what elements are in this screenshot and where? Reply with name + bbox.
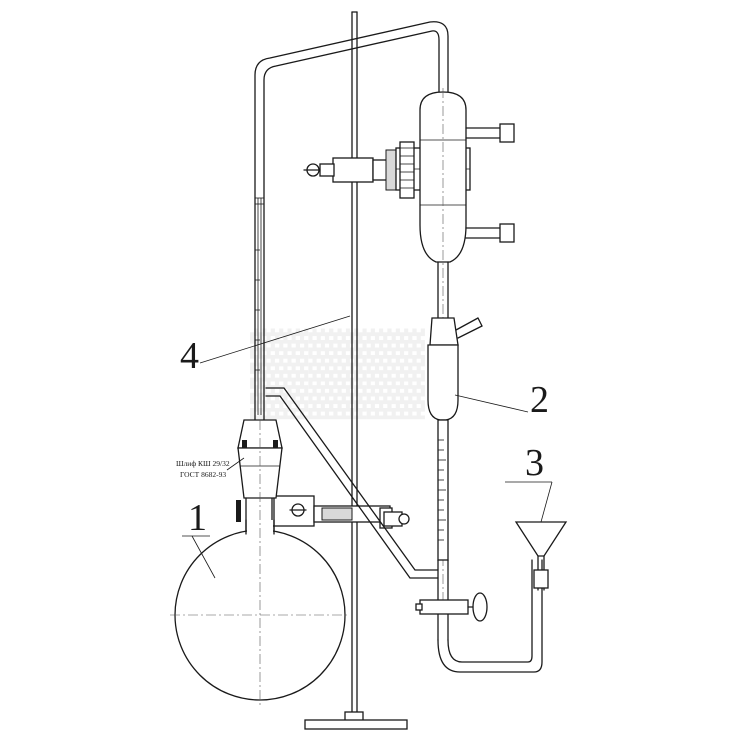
label-flask: 1 <box>188 497 207 539</box>
vapor-tube <box>254 21 449 421</box>
return-tube <box>265 387 439 579</box>
label-receiver: 2 <box>530 379 549 421</box>
receiver <box>427 317 483 561</box>
lower-clamp <box>271 495 410 529</box>
joint-note-line2: ГОСТ 8682-93 <box>180 470 226 479</box>
round-bottom-flask <box>170 419 350 705</box>
support-stand <box>304 11 408 730</box>
stopcock <box>415 559 488 641</box>
watermark: ▓▓▓ <box>250 323 426 420</box>
joint-note-line1: Шлиф КШ 29/32 <box>176 459 230 468</box>
label-stand: 4 <box>180 335 199 377</box>
u-tube <box>437 559 543 673</box>
leader-lines <box>182 315 553 579</box>
condenser <box>419 88 515 600</box>
label-funnel: 3 <box>525 442 544 484</box>
funnel <box>514 521 568 591</box>
